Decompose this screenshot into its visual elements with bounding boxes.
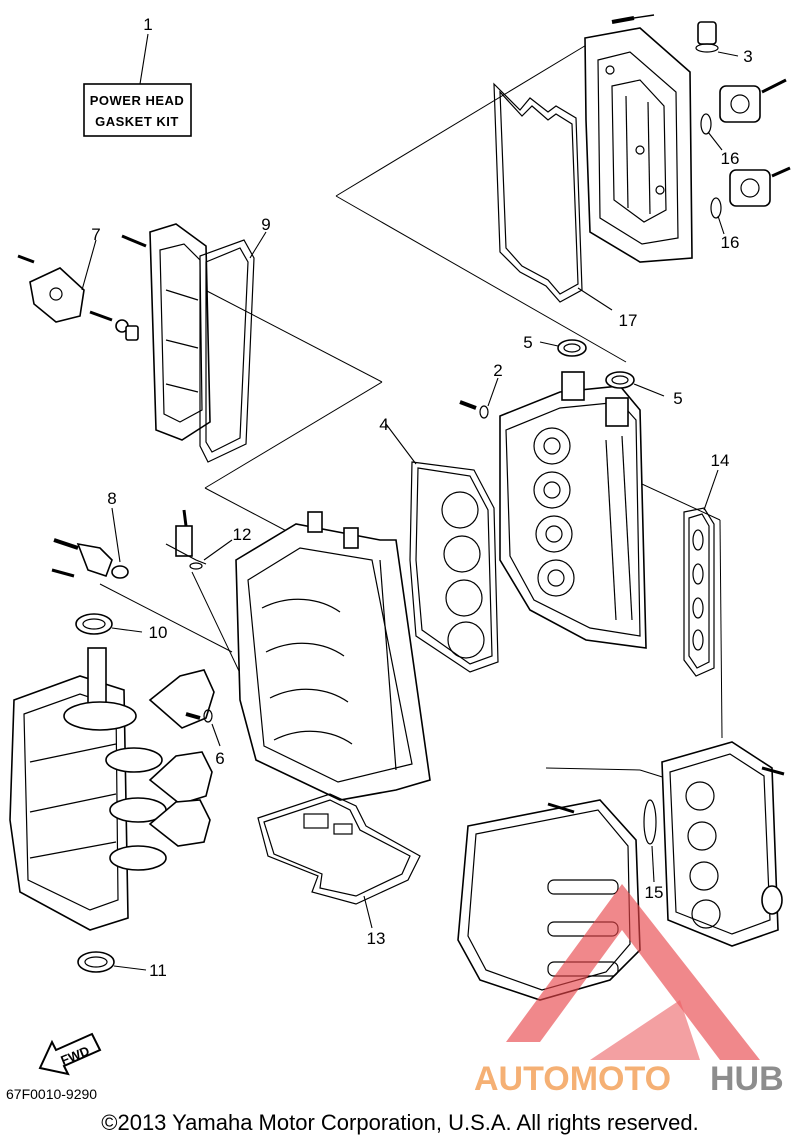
callout-4: 4 [379,415,388,434]
assembly-guide-lines [99,43,723,791]
crankshaft [63,647,215,871]
oil-filler-cap [695,21,739,57]
thermostat-housing-upper [700,78,787,151]
intake-cover-gasket [199,231,267,463]
automotohub-watermark: AUTOMOTO HUB [474,884,784,1098]
head-bolt-washer [459,377,499,419]
crankshaft-oil-seal-lower [77,951,147,973]
callout-15: 15 [645,883,664,902]
cylinder-block [235,511,431,801]
callout-5-upper: 5 [523,333,532,352]
oil-pressure-sensor-assy [17,239,139,341]
camshaft-oil-seals [539,339,665,397]
cylinder-head [499,371,647,649]
diagram-part-number: 67F0010-9290 [6,1086,98,1102]
crankcase [9,675,129,931]
sensor-assy [51,507,129,579]
callout-9: 9 [261,215,270,234]
head-cover-gasket [493,82,613,311]
watermark-word-2: HUB [710,1060,784,1098]
callout-8: 8 [107,489,116,508]
kit-line-1: POWER HEAD [90,93,185,108]
cylinder-head-gasket [385,423,499,673]
gasket-kit-box: POWER HEAD GASKET KIT [83,33,192,137]
callout-1: 1 [143,15,152,34]
watermark-word-1: AUTOMOTO [474,1060,671,1098]
fwd-arrow-icon: FWD [38,1032,102,1076]
callout-3: 3 [743,47,752,66]
thermo-switch [165,509,233,570]
callout-13: 13 [367,929,386,948]
callout-6: 6 [215,749,224,768]
callout-10: 10 [149,623,168,642]
callout-17: 17 [619,311,638,330]
callout-numbers: 1 2 3 4 5 5 6 7 8 9 10 11 12 13 14 15 16… [91,15,752,980]
callout-12: 12 [233,525,252,544]
crankcase-base-gasket [257,793,421,929]
callout-5-lower: 5 [673,389,682,408]
thermostat-housing-lower [710,166,791,235]
callout-11: 11 [149,961,167,980]
callout-7: 7 [91,225,100,244]
callout-2: 2 [493,361,502,380]
callout-16-upper: 16 [721,149,740,168]
callout-16-lower: 16 [721,233,740,252]
callout-14: 14 [711,451,730,470]
kit-line-2: GASKET KIT [95,114,179,129]
exhaust-cover-gasket [683,469,719,677]
drain-bolt [185,709,221,747]
head-cover-bolt [611,14,655,24]
o-ring [643,799,657,883]
intake-cover [121,223,211,441]
crankshaft-oil-seal-upper [75,613,143,635]
copyright-notice: ©2013 Yamaha Motor Corporation, U.S.A. A… [101,1110,699,1135]
throttle-body-assy [547,741,785,947]
cylinder-head-cover [584,27,693,263]
